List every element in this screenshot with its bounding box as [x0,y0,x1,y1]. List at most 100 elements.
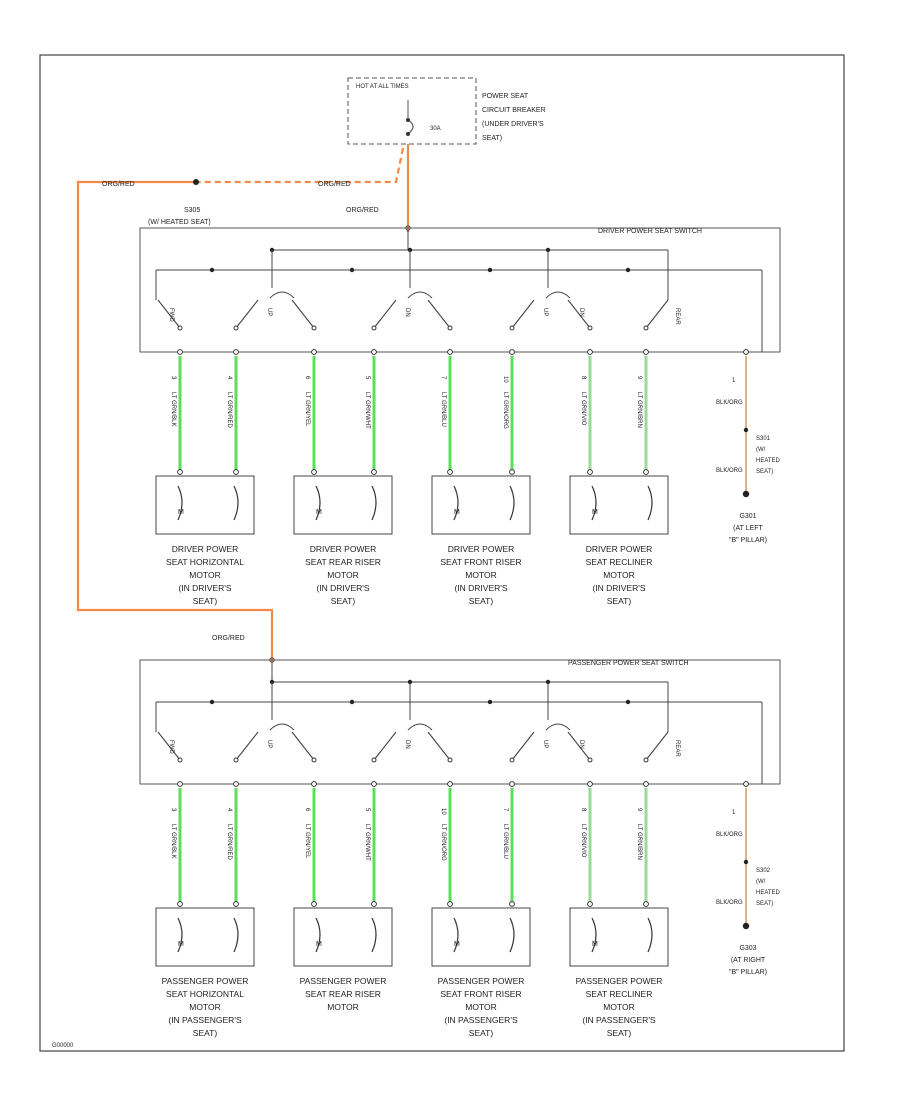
switch-blade [291,299,315,329]
ground-splice-label: HEATED [756,890,781,896]
switch-pivot [447,325,453,331]
ground-splice-label: S301 [756,436,771,442]
motor-name-line: SEAT REAR RISER [305,557,381,567]
seat-motor [431,907,531,967]
connector-pin [311,349,317,355]
ground-point-label: "B" PILLAR) [729,537,767,544]
connector-pin [371,901,377,907]
splice-point [743,859,749,865]
switch-pivot [371,325,377,331]
seat-motor [293,475,393,535]
motor-winding [453,917,459,953]
breaker-hot-label: HOT AT ALL TIMES [356,84,409,90]
ground-point [742,922,750,930]
wire-pin-number: 6 [304,376,310,380]
motor-name-line: PASSENGER POWER [438,976,525,986]
wire-pin-number: 9 [636,808,642,812]
motor-winding [233,485,239,521]
connector-pin [233,781,239,787]
splice-point [743,427,749,433]
ground-splice-label: SEAT) [756,469,773,475]
switch-pivot [509,325,515,331]
switch-contact-label: UP [542,308,548,316]
switch-blade [157,299,181,329]
motor-winding [591,917,597,953]
connector-pin [643,349,649,355]
ground-point-label: "B" PILLAR) [729,969,767,976]
seat-motor [569,907,669,967]
connector-pin [509,469,515,475]
motor-name-line: SEAT) [193,596,218,606]
switch-pivot [509,757,515,763]
ground-splice-label: SEAT) [756,901,773,907]
passenger-switch-title: PASSENGER POWER SEAT SWITCH [568,660,689,667]
switch-contact-label: FWD [168,308,174,322]
motor-name-line: SEAT REAR RISER [305,989,381,999]
breaker-label-line: SEAT) [482,135,502,142]
connector-pin [177,901,183,907]
motor-name-line: MOTOR [327,570,358,580]
motor-name-line: DRIVER POWER [310,544,377,554]
breaker-label-line: CIRCUIT BREAKER [482,107,546,114]
motor-name-line: DRIVER POWER [448,544,515,554]
switch-blade [427,299,451,329]
motor-winding [647,485,653,521]
switch-pivot [233,757,239,763]
switch-contact-label: UP [542,740,548,748]
motor-name-line: SEAT) [331,596,356,606]
bus-junction [209,699,215,705]
motor-name-line: SEAT FRONT RISER [440,989,521,999]
ground-point-label: G301 [739,513,756,520]
ground-pin-number: 1 [732,378,736,384]
passenger-feed-wire-label: ORG/RED [212,635,245,642]
motor-winding [371,485,377,521]
motor-name-line: MOTOR [603,570,634,580]
connector-pin [587,469,593,475]
motor-name-line: (IN DRIVER'S [316,583,369,593]
motor-winding [509,917,515,953]
wire-color-label: LT GRN/RED [226,392,232,428]
switch-pivot [177,325,183,331]
connector-pin [177,469,183,475]
connector-pin [587,781,593,787]
motor-winding [647,917,653,953]
motor-winding [453,485,459,521]
wire-color-label: LT GRN/BLU [502,824,508,859]
motor-name-line: SEAT FRONT RISER [440,557,521,567]
connector-pin [177,781,183,787]
connector-pin [743,781,749,787]
switch-contact-label: DN [578,308,584,317]
connector-pin [509,349,515,355]
motor-name-line: SEAT) [607,1028,632,1038]
switch-contact [269,291,295,299]
motor-name-line: MOTOR [189,1002,220,1012]
motor-name-line: MOTOR [603,1002,634,1012]
motor-name-line: (IN DRIVER'S [178,583,231,593]
wire-color-label: LT GRN/YEL [304,824,310,859]
motor-name-line: (IN PASSENGER'S [582,1015,656,1025]
wire-pin-number: 8 [580,376,586,380]
connector-pin [643,781,649,787]
splice-note: (W/ HEATED SEAT) [148,219,211,226]
switch-pivot [177,757,183,763]
ground-pin-number: 1 [732,810,736,816]
breaker-label-line: (UNDER DRIVER'S [482,121,544,128]
wire-color-label: LT GRN/BLK [170,824,176,858]
connector-pin [643,469,649,475]
motor-symbol: M [454,941,460,948]
switch-contact-label: REAR [674,740,680,757]
connector-pin [371,469,377,475]
switch-contact-label: UP [266,740,272,748]
ground-point-label: G303 [739,945,756,952]
breaker-rating: 30A [430,126,441,132]
motor-name-line: SEAT) [193,1028,218,1038]
switch-pivot [643,757,649,763]
switch-blade [645,299,669,329]
motor-winding [177,485,183,521]
bus-junction [487,267,493,273]
ground-point-label: (AT LEFT [733,525,763,532]
wire-color-label: LT GRN/BLU [440,392,446,427]
switch-blade [373,299,397,329]
wire-color-label: LT GRN/ORG [440,824,446,861]
connector-pin [587,349,593,355]
